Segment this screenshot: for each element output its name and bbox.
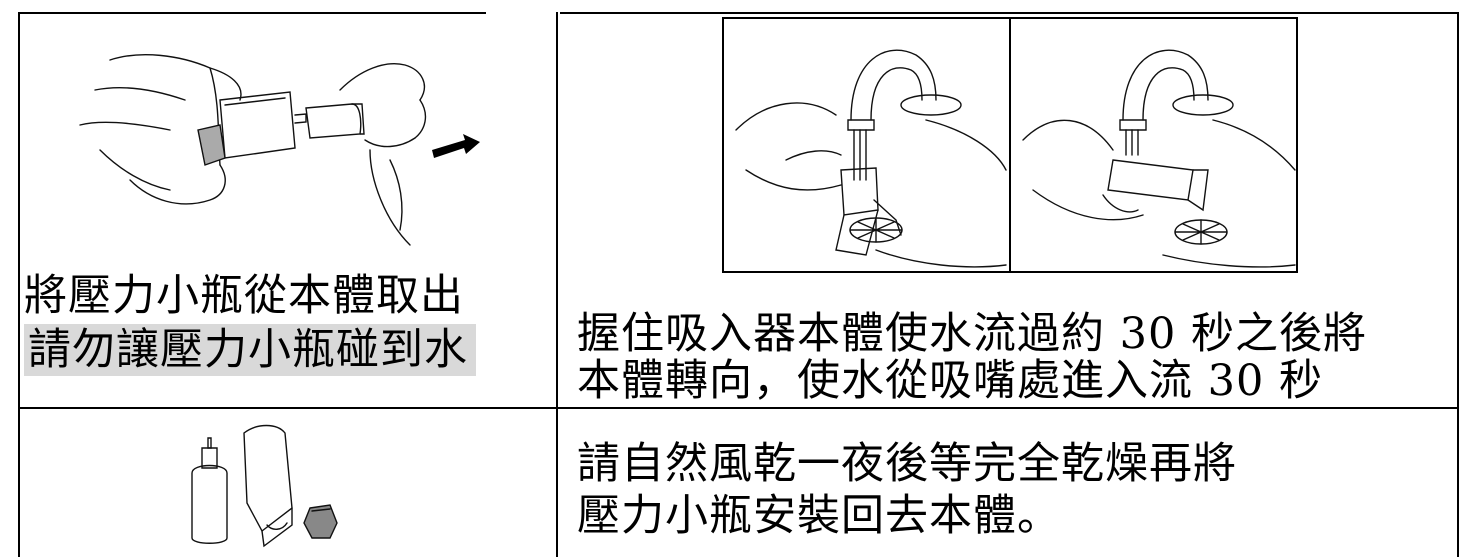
table-right-border: [1457, 12, 1459, 557]
step-dry-text-line1: 請自然風乾一夜後等完全乾燥再將: [577, 439, 1237, 489]
rinse-under-faucet-illustration: [735, 49, 1007, 268]
table-top-border-left: [18, 12, 486, 14]
hands-removing-canister-illustration: [79, 54, 480, 246]
step-rinse-text-line2: 本體轉向，使水從吸嘴處進入流 30 秒: [577, 356, 1324, 406]
warning-no-water-text: 請勿讓壓力小瓶碰到水: [24, 324, 476, 376]
table-middle-divider: [556, 12, 558, 557]
dried-parts-illustration: [191, 424, 338, 548]
step-remove-canister-text: 將壓力小瓶從本體取出: [24, 271, 464, 321]
step-rinse-text-line1: 握住吸入器本體使水流過約 30 秒之後將: [577, 309, 1368, 359]
table-top-border-right: [560, 12, 1459, 14]
table-row-divider: [18, 407, 1459, 409]
rinse-mouthpiece-illustration: [1022, 49, 1296, 268]
table-left-border: [18, 12, 20, 557]
step-dry-text-line2: 壓力小瓶安裝回去本體。: [577, 491, 1061, 541]
rinse-illustration-divider: [1009, 17, 1011, 273]
